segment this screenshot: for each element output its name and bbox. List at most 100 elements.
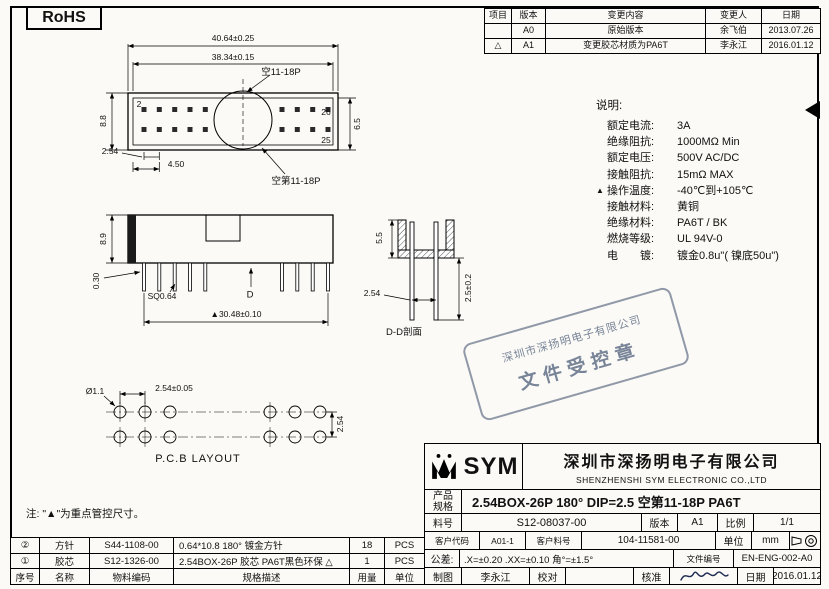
- dd-section-drawing: [383, 219, 464, 321]
- key-mark: ▲: [596, 185, 604, 195]
- drawn-value: 李永江: [461, 568, 529, 584]
- customer-code-label: 客户代码: [434, 535, 469, 546]
- dim-pin-width: 0.30: [91, 272, 101, 290]
- rev-content: 原始版本: [545, 24, 705, 38]
- spec-item-flammability: 燃烧等级:UL 94V-0: [596, 231, 824, 247]
- file-no-value: EN-ENG-002-A0: [733, 550, 820, 567]
- dim-pitch: 2.54: [101, 146, 119, 156]
- spec-label: 燃烧等级:: [607, 233, 655, 246]
- gap-note-label: 空11-18P: [261, 67, 301, 78]
- scale-label: 比例: [717, 514, 753, 531]
- part-number-row: 料号 S12-08037-00 版本 A1 比例 1/1: [425, 513, 820, 531]
- rev-header-date: 日期: [761, 9, 820, 23]
- spec-label: 接触阻抗:: [607, 168, 655, 181]
- sym-logo-icon: [432, 453, 457, 479]
- customer-pn-label: 客户料号: [525, 532, 581, 549]
- side-view-drawing: [103, 214, 334, 326]
- tolerance-label: 公差:: [430, 555, 454, 566]
- pcb-layout-title: P.C.B LAYOUT: [155, 453, 241, 465]
- title-block-company-row: SYM 深圳市深扬明电子有限公司 SHENZHENSHI SYM ELECTRO…: [425, 444, 820, 489]
- tolerance-row: 公差: .X=±0.20 .XX=±0.10 角°=±1.5° 文件编号 EN-…: [425, 549, 820, 567]
- product-spec-value: 2.54BOX-26P 180° DIP=2.5 空第11-18P PA6T: [461, 490, 820, 513]
- rev-version: A0: [511, 24, 545, 38]
- dim-height-right: 6.5: [352, 118, 362, 130]
- spec-value: 镀金0.8u"( 镍底50u"): [677, 249, 779, 262]
- revision-header-row: 项目 版本 变更内容 变更人 日期: [485, 9, 820, 23]
- spec-item-temperature: ▲操作温度: -40℃到+105℃: [596, 183, 824, 199]
- gap-pins-label: 空第11-18P: [271, 176, 321, 187]
- product-label-bottom: 规格: [433, 501, 453, 513]
- spec-label: 额定电压:: [607, 152, 655, 165]
- bom-no: ①: [20, 555, 30, 567]
- key-mark: [596, 167, 607, 183]
- spec-value: 黄铜: [677, 200, 699, 213]
- revision-row-a1: △ A1 变更胶芯材质为PA6T 李永江 2016.01.12: [485, 38, 820, 53]
- rev-content: 变更胶芯材质为PA6T: [545, 39, 705, 53]
- third-angle-projection-icon: [791, 534, 817, 547]
- spec-label: 操作温度:: [607, 184, 655, 197]
- company-name-cn: 深圳市深扬明电子有限公司: [563, 454, 780, 471]
- rev-item: [485, 24, 511, 38]
- dim-section-pitch: 2.54: [363, 288, 381, 298]
- approved-label: 核准: [633, 568, 669, 584]
- rev-header-version: 版本: [511, 9, 545, 23]
- spec-panel: 说明: 额定电流:3A 绝缘阻抗:1000MΩ Min 额定电压:500V AC…: [596, 97, 824, 264]
- bom-desc: 0.64*10.8 180° 镀金方针: [173, 538, 349, 553]
- bom-qty: 18: [349, 538, 384, 553]
- spec-item-current: 额定电流: 3A: [596, 118, 824, 134]
- rohs-badge: RoHS: [26, 6, 102, 30]
- key-mark: [596, 150, 607, 166]
- rohs-label: RoHS: [42, 9, 86, 26]
- bom-code: S12-1326-00: [89, 553, 173, 569]
- version-value: A1: [677, 514, 717, 531]
- bom-unit: PCS: [384, 553, 424, 569]
- dim-section-pin-length: 2.5±0.2: [463, 273, 473, 303]
- spec-label: 绝缘材料:: [607, 217, 655, 230]
- unit-value: mm: [751, 532, 789, 549]
- scale-value: 1/1: [753, 514, 820, 531]
- dim-pin-square: SQ0.64: [147, 291, 177, 301]
- rev-item: △: [494, 40, 502, 50]
- spec-item-insulation-resistance: 绝缘阻抗:1000MΩ Min: [596, 134, 824, 150]
- spec-label: 额定电流:: [607, 120, 655, 132]
- key-mark: [596, 248, 607, 264]
- bom-header-no: 序号: [15, 572, 35, 584]
- customer-code-value: A01-1: [479, 532, 525, 549]
- bom-row-housing: ① 胶芯 S12-1326-00 2.54BOX-26P 胶芯 PA6T黑色环保…: [11, 552, 424, 569]
- dim-outer-width: 40.64±0.25: [211, 33, 255, 43]
- spec-value: -40℃到+105℃: [677, 184, 754, 197]
- bom-header-unit: 单位: [384, 569, 424, 585]
- bom-header-desc: 规格描述: [173, 569, 349, 585]
- title-block: SYM 深圳市深扬明电子有限公司 SHENZHENSHI SYM ELECTRO…: [424, 443, 821, 585]
- spec-item-contact-resistance: 接触阻抗:15mΩ MAX: [596, 167, 824, 183]
- spec-item-contact-material: 接触材料:黄铜: [596, 199, 824, 215]
- key-mark: [596, 118, 607, 134]
- dim-section-height: 5.5: [374, 232, 384, 244]
- spec-label: 绝缘阻抗:: [607, 136, 655, 149]
- customer-pn-value: 104-11581-00: [581, 532, 715, 549]
- key-mark: [596, 215, 607, 231]
- spec-value: PA6T / BK: [677, 217, 728, 230]
- dim-450: 4.50: [167, 159, 185, 169]
- spec-label: 电 镀:: [607, 249, 655, 262]
- key-mark: [596, 231, 607, 247]
- version-label: 版本: [641, 514, 677, 531]
- unit-label: 单位: [715, 532, 751, 549]
- tolerance-value: .X=±0.20 .XX=±0.10 角°=±1.5°: [459, 550, 673, 567]
- dim-pcb-pitch-v: 2.54: [335, 415, 345, 433]
- rev-date: 2016.01.12: [761, 39, 820, 53]
- spec-value: 3A: [677, 120, 691, 132]
- top-view-drawing: [106, 43, 356, 175]
- bom-table: ② 方针 S44-1108-00 0.64*10.8 180° 镀金方针 18 …: [10, 537, 424, 585]
- bom-name: 胶芯: [39, 553, 89, 569]
- bom-qty: 1: [349, 553, 384, 569]
- company-name-en: SHENZHENSHI SYM ELECTRONIC CO.,LTD: [575, 475, 768, 485]
- bom-header-name: 名称: [39, 569, 89, 585]
- fold-mark-triangle: [805, 101, 820, 119]
- projection-symbol-cell: [789, 532, 820, 549]
- revision-row-a0: A0 原始版本 余飞伯 2013.07.26: [485, 23, 820, 38]
- section-title: D-D剖面: [386, 327, 422, 338]
- rev-header-content: 变更内容: [545, 9, 705, 23]
- rev-by: 李永江: [705, 39, 761, 53]
